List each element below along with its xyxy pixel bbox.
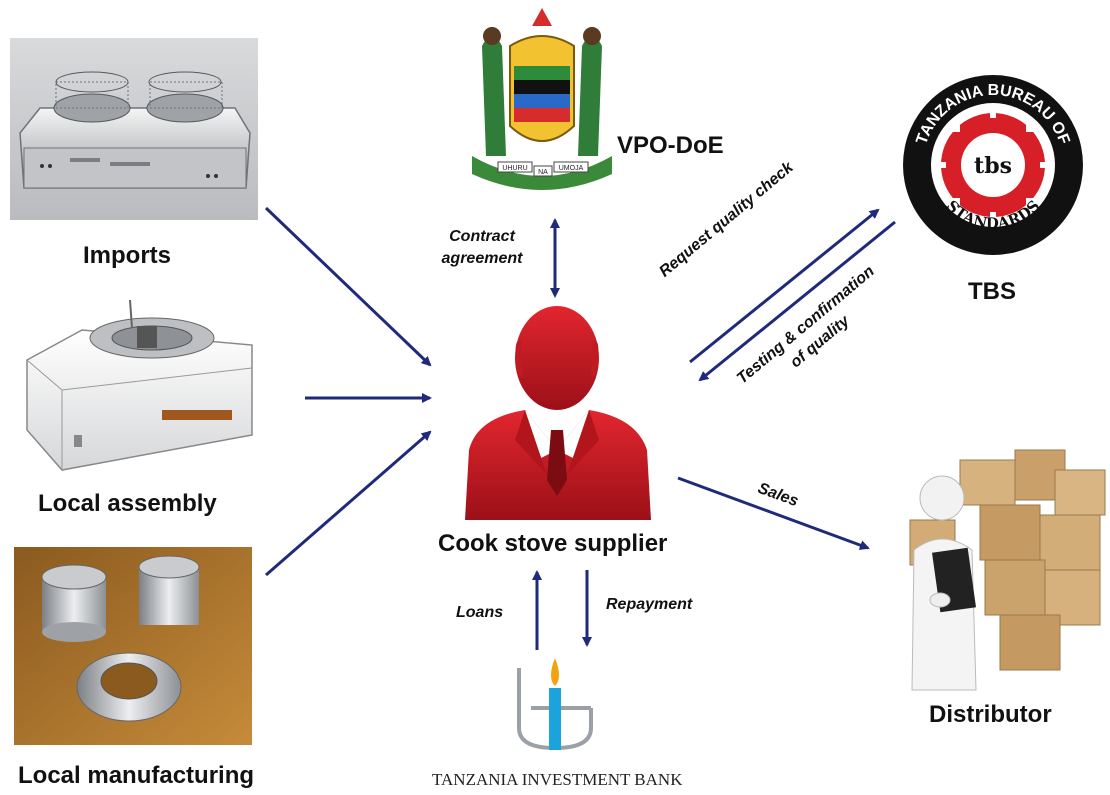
motto-left: UHURU [502, 165, 527, 172]
motto-right: UMOJA [559, 165, 584, 172]
edge-contract-line2: agreement [441, 249, 523, 267]
stove-assembly-image [22, 290, 262, 475]
label-vpo-doe: VPO-DoE [617, 132, 724, 159]
label-supplier: Cook stove supplier [438, 530, 668, 557]
arrow-sales [677, 476, 870, 550]
arrow-manufacturing [265, 430, 432, 577]
bank-logo-icon [505, 648, 605, 758]
arrow-imports [264, 206, 432, 367]
distributor-boxes-image [890, 440, 1110, 700]
label-distributor: Distributor [929, 701, 1052, 728]
label-imports: Imports [83, 242, 172, 269]
label-local-assembly: Local assembly [38, 490, 217, 517]
motto-mid: NA [538, 169, 548, 176]
stove-parts-image [14, 547, 252, 745]
edge-repayment: Repayment [606, 596, 693, 613]
arrow-request-quality [689, 208, 880, 364]
coat-of-arms-icon: UHURU NA UMOJA [462, 6, 622, 196]
label-tbs: TBS [968, 278, 1016, 305]
arrow-testing [698, 220, 896, 382]
supplier-person-icon [455, 300, 660, 520]
edge-contract-agreement: Contract agreement [426, 226, 538, 269]
tbs-center-text: tbs [974, 153, 1012, 179]
edge-loans: Loans [456, 604, 504, 621]
label-bank: TANZANIA INVESTMENT BANK [432, 770, 683, 789]
edge-contract-line1: Contract [449, 228, 515, 245]
label-local-manufacturing: Local manufacturing [18, 762, 255, 789]
tbs-logo-icon: tbs TANZANIA BUREAU OF STANDARDS [898, 70, 1088, 260]
stove-import-image [10, 38, 258, 220]
